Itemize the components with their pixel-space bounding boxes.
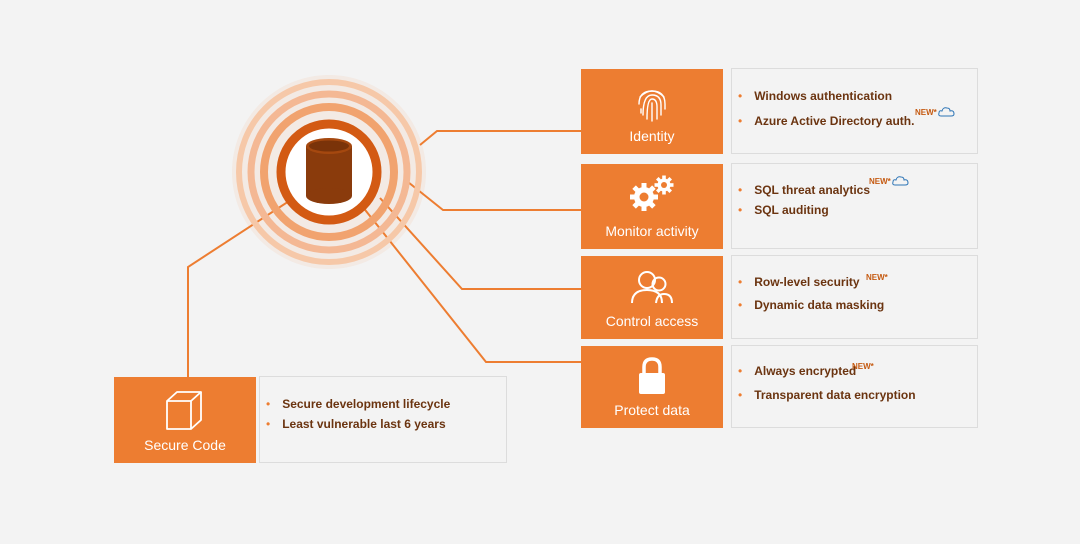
list-item: •Least vulnerable last 6 years: [266, 417, 446, 431]
fingerprint-icon: [581, 85, 723, 123]
connector-monitor: [407, 181, 581, 211]
list-item: •Always encrypted: [738, 364, 857, 378]
gears-icon: [581, 173, 723, 213]
tile-protect-data: Protect data: [581, 346, 723, 428]
cloud-icon: [892, 176, 909, 186]
list-item: •Secure development lifecycle: [266, 397, 451, 411]
new-badge: NEW*: [866, 273, 888, 282]
tile-monitor-activity: Monitor activity: [581, 164, 723, 249]
list-item: •Dynamic data masking: [738, 298, 885, 312]
panel-secure-code: [259, 376, 507, 463]
new-badge: NEW*: [852, 362, 874, 371]
list-item: •SQL auditing: [738, 203, 829, 217]
list-item: •Transparent data encryption: [738, 388, 916, 402]
new-badge: NEW*: [915, 106, 956, 118]
cloud-icon: [938, 107, 955, 117]
tile-label: Secure Code: [144, 437, 226, 453]
list-item: •SQL threat analytics: [738, 183, 871, 197]
connector-protect: [361, 205, 581, 363]
database-target: [232, 75, 426, 269]
panel-protect-data: [731, 345, 978, 428]
panel-identity: [731, 68, 978, 154]
tile-label: Protect data: [614, 402, 690, 418]
tile-label: Monitor activity: [605, 223, 699, 239]
tile-control-access: Control access: [581, 256, 723, 339]
cube-icon: [114, 389, 256, 433]
database-icon: [306, 138, 352, 204]
list-item: •Azure Active Directory auth.: [738, 114, 915, 128]
lock-icon: [581, 357, 723, 395]
tile-label: Identity: [629, 128, 675, 144]
list-item: •Row-level security: [738, 275, 860, 289]
tile-identity: Identity: [581, 69, 723, 154]
tile-secure-code: Secure Code: [114, 377, 256, 463]
connector-identity: [419, 130, 581, 146]
new-badge: NEW*: [869, 175, 910, 187]
connector-control: [379, 197, 581, 290]
users-icon: [581, 269, 723, 305]
tile-label: Control access: [605, 313, 699, 329]
panel-control-access: [731, 255, 978, 339]
panel-monitor-activity: [731, 163, 978, 249]
connector-secure-code: [187, 176, 327, 377]
list-item: •Windows authentication: [738, 89, 893, 103]
